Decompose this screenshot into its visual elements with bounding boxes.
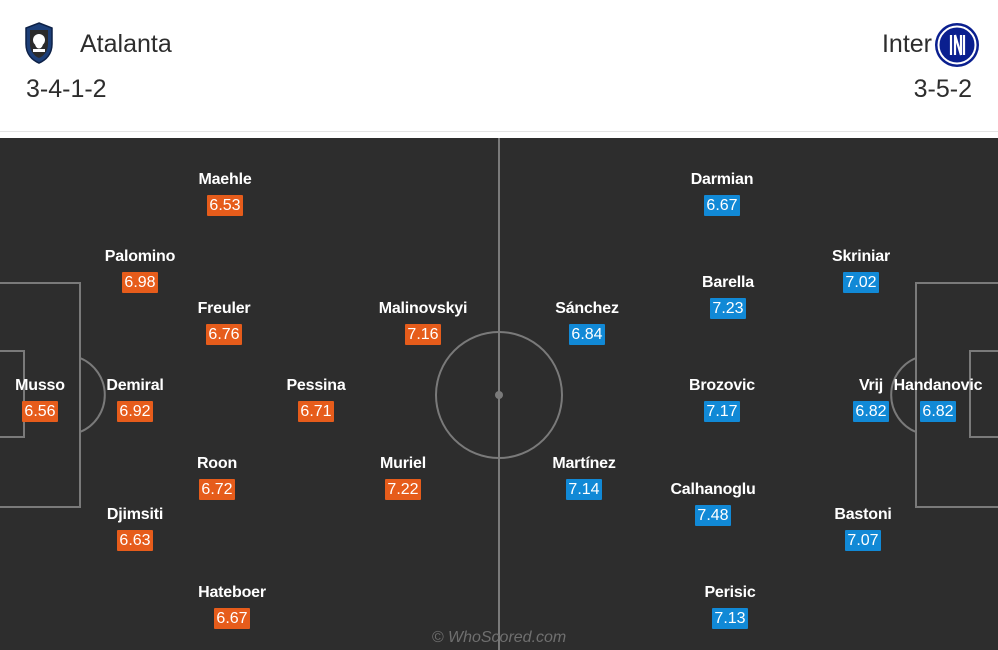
pitch: Maehle 6.53 Palomino 6.98 Freuler 6.76 M… xyxy=(0,138,998,650)
player-name: Martínez xyxy=(552,455,616,472)
player-rating: 7.48 xyxy=(695,505,731,526)
player-rating: 6.67 xyxy=(704,195,740,216)
player-rating: 6.82 xyxy=(853,401,889,422)
atalanta-crest-icon xyxy=(25,22,53,64)
player-rating: 7.22 xyxy=(385,479,421,500)
inter-crest-icon xyxy=(935,23,979,67)
player-rating: 6.56 xyxy=(22,401,58,422)
player-brozovic[interactable]: Brozovic 7.17 xyxy=(662,377,782,429)
whoscored-credit: © WhoScored.com xyxy=(431,629,567,646)
player-rating: 7.07 xyxy=(845,530,881,551)
player-rating: 7.14 xyxy=(566,479,602,500)
player-rating: 6.92 xyxy=(117,401,153,422)
player-hateboer[interactable]: Hateboer 6.67 xyxy=(172,584,292,636)
player-name: Hateboer xyxy=(198,584,266,601)
player-barella[interactable]: Barella 7.23 xyxy=(668,274,788,326)
player-pessina[interactable]: Pessina 6.71 xyxy=(256,377,376,429)
pitch-markings xyxy=(0,138,998,650)
player-rating: 7.02 xyxy=(843,272,879,293)
player-name: Calhanoglu xyxy=(670,481,756,498)
player-rating: 6.72 xyxy=(199,479,235,500)
player-skriniar[interactable]: Skriniar 7.02 xyxy=(801,248,921,300)
player-rating: 7.17 xyxy=(704,401,740,422)
player-djimsiti[interactable]: Djimsiti 6.63 xyxy=(75,506,195,558)
player-name: Freuler xyxy=(197,300,251,317)
player-name: Musso xyxy=(15,377,65,394)
player-name: Maehle xyxy=(198,171,252,188)
player-name: Handanovic xyxy=(893,377,983,394)
player-darmian[interactable]: Darmian 6.67 xyxy=(662,171,782,223)
player-rating: 6.84 xyxy=(569,324,605,345)
player-name: Roon xyxy=(196,455,238,472)
player-name: Demiral xyxy=(106,377,164,394)
away-team-name[interactable]: Inter xyxy=(881,30,932,58)
player-martinez[interactable]: Martínez 7.14 xyxy=(524,455,644,507)
player-bastoni[interactable]: Bastoni 7.07 xyxy=(803,506,923,558)
player-perisic[interactable]: Perisic 7.13 xyxy=(670,584,790,636)
player-name: Bastoni xyxy=(834,506,892,523)
player-vrij[interactable]: Vrij 6.82 xyxy=(811,377,931,429)
player-calhanoglu[interactable]: Calhanoglu 7.48 xyxy=(653,481,773,533)
match-header: Atalanta 3-4-1-2 Inter 3-5-2 xyxy=(0,0,998,132)
player-name: Darmian xyxy=(690,171,754,188)
player-rating: 6.71 xyxy=(298,401,334,422)
player-rating: 7.16 xyxy=(405,324,441,345)
player-muriel[interactable]: Muriel 7.22 xyxy=(343,455,463,507)
player-palomino[interactable]: Palomino 6.98 xyxy=(80,248,200,300)
player-rating: 7.13 xyxy=(712,608,748,629)
player-rating: 6.53 xyxy=(207,195,243,216)
player-musso[interactable]: Musso 6.56 xyxy=(0,377,100,429)
player-rating: 6.63 xyxy=(117,530,153,551)
player-rating: 6.76 xyxy=(206,324,242,345)
player-rating: 7.23 xyxy=(710,298,746,319)
player-rating: 6.67 xyxy=(214,608,250,629)
player-name: Djimsiti xyxy=(106,506,164,523)
player-freuler[interactable]: Freuler 6.76 xyxy=(164,300,284,352)
player-malinovskyi[interactable]: Malinovskyi 7.16 xyxy=(363,300,483,352)
player-name: Palomino xyxy=(104,248,176,265)
player-name: Skriniar xyxy=(832,248,890,265)
player-maehle[interactable]: Maehle 6.53 xyxy=(165,171,285,223)
player-name: Pessina xyxy=(286,377,346,394)
player-handanovic[interactable]: Handanovic 6.82 xyxy=(878,377,998,429)
home-team-name[interactable]: Atalanta xyxy=(80,30,172,58)
player-name: Barella xyxy=(702,274,754,291)
away-formation: 3-5-2 xyxy=(913,75,972,103)
player-roon[interactable]: Roon 6.72 xyxy=(157,455,277,507)
home-formation: 3-4-1-2 xyxy=(26,75,107,103)
player-name: Perisic xyxy=(704,584,756,601)
player-name: Vrij xyxy=(858,377,884,394)
player-name: Malinovskyi xyxy=(378,300,468,317)
player-sanchez[interactable]: Sánchez 6.84 xyxy=(527,300,647,352)
player-name: Brozovic xyxy=(689,377,755,394)
player-rating: 6.98 xyxy=(122,272,158,293)
player-name: Muriel xyxy=(380,455,426,472)
player-rating: 6.82 xyxy=(920,401,956,422)
player-name: Sánchez xyxy=(555,300,619,317)
player-demiral[interactable]: Demiral 6.92 xyxy=(75,377,195,429)
